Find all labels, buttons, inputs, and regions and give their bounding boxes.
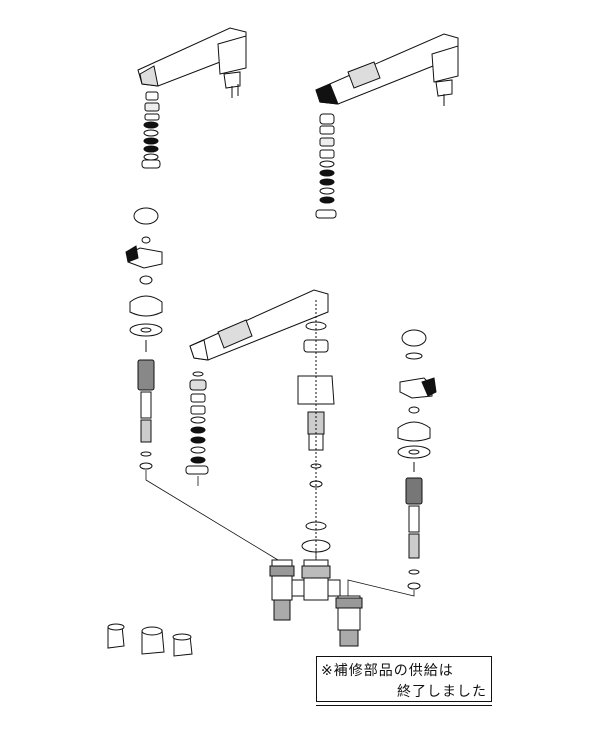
notice-line-2: 終了しました bbox=[397, 684, 487, 700]
notice-line-1: ※補修部品の供給は bbox=[321, 663, 454, 679]
right-handle-column bbox=[397, 329, 437, 590]
left-handle-column bbox=[125, 207, 163, 470]
spout-assembly-middle bbox=[185, 289, 329, 475]
center-column bbox=[297, 300, 335, 560]
loose-fittings bbox=[107, 623, 193, 657]
valve-body bbox=[269, 559, 363, 647]
spout-assembly-top-left bbox=[137, 27, 247, 169]
notice-underline bbox=[316, 705, 492, 706]
spout-assembly-top-right bbox=[315, 33, 459, 219]
assembly-guide-lines bbox=[145, 470, 415, 597]
notice-box: ※補修部品の供給は 終了しました bbox=[316, 656, 492, 702]
